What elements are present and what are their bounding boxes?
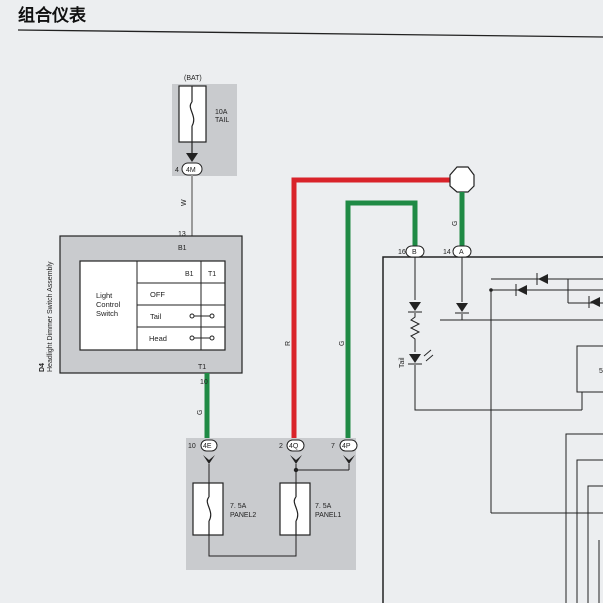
meter-diode-5 (590, 297, 600, 307)
green-wire-t1-label: G (197, 410, 204, 415)
panel-bottom-link (208, 535, 297, 557)
headlight-dimmer-switch-assembly: B1 T1 B1 T1 OFF Tail Head Light Control … (39, 235, 243, 374)
white-wire-pin: 13 (178, 231, 186, 238)
panel2-fuse-symbol (206, 483, 212, 535)
white-wire-label: W (181, 199, 188, 206)
green-wire-middle-label: G (339, 341, 346, 346)
tail-indicator-led (409, 354, 421, 363)
connector-4e-label: 4E (203, 443, 212, 450)
meter-diode-4 (538, 274, 548, 284)
switch-assembly-code: D4 (39, 363, 46, 372)
page-title: 组合仪表 (18, 5, 87, 26)
switch-position-head: Head (149, 334, 167, 343)
led-light-rays (423, 349, 434, 362)
switch-col-b1: B1 (185, 271, 194, 278)
header-rule (17, 29, 603, 38)
tail-fuse-name: TAIL (215, 117, 229, 124)
connector-arrow-4m (186, 153, 198, 162)
splice-point (449, 166, 475, 193)
panel1-fuse-rating: 7. 5A (315, 503, 332, 510)
meter-vertical-2 (565, 433, 603, 603)
panel-fuse-block: 4E 10 4Q 2 4P 7 7. 5A PANEL2 7. 5A PANEL… (186, 438, 358, 570)
panel1-fuse-box (279, 482, 311, 536)
connector-b-label: B (412, 249, 417, 256)
connector-4e (200, 439, 218, 452)
connector-4p-label: 4P (342, 443, 351, 450)
connector-a-pin: 14 (443, 249, 451, 256)
connector-4p-pin: 7 (331, 443, 335, 450)
connector-4q (286, 439, 305, 452)
arrow-4e (203, 455, 215, 464)
tail-led-label: Tail (399, 357, 406, 368)
connector-4m-label: 4M (186, 167, 196, 174)
panel1-fuse-symbol (293, 483, 299, 535)
tail-fuse-rating: 10A (215, 109, 228, 116)
bat-label: (BAT) (184, 75, 202, 82)
meter-diode-1 (409, 302, 421, 311)
red-wire (291, 177, 452, 440)
connector-4p (339, 439, 358, 452)
panel2-fuse-name: PANEL2 (230, 512, 256, 519)
connector-4e-pin: 10 (188, 443, 196, 450)
meter-resistor (409, 313, 421, 352)
panel1-fuse-name: PANEL1 (315, 512, 341, 519)
switch-terminal-t1: T1 (198, 364, 206, 371)
tail-fuse-symbol (189, 86, 195, 142)
switch-terminal-b1: B1 (178, 245, 187, 252)
switch-assembly-name: Headlight Dimmer Switch Assembly (47, 261, 54, 372)
panel2-fuse-rating: 7. 5A (230, 503, 247, 510)
green-wire-t1-pin: 10 (200, 379, 208, 386)
green-wire-right-label: G (452, 221, 459, 226)
connector-4q-pin: 2 (279, 443, 283, 450)
switch-position-off: OFF (150, 290, 165, 299)
tail-fuse-block: (BAT) 10A TAIL 4M 4 (172, 75, 237, 176)
arrow-4q (290, 455, 302, 464)
meter-ground-line (414, 365, 582, 411)
connector-4q-label: 4Q (289, 443, 299, 450)
connector-b-pin: 16 (398, 249, 406, 256)
panel-junction (293, 467, 299, 473)
switch-label-line1: Light (96, 291, 113, 300)
connector-a-label: A (459, 249, 464, 256)
switch-contact-tail (189, 313, 215, 319)
panel2-fuse-box (192, 482, 224, 536)
meter-component-label: 5 (599, 368, 603, 375)
switch-col-t1: T1 (208, 271, 216, 278)
green-wire-middle (345, 200, 418, 440)
switch-label-line3: Switch (96, 309, 118, 318)
connector-4m-pin: 4 (175, 167, 179, 174)
meter-diode-2 (456, 303, 468, 312)
meter-diode-3 (517, 285, 527, 295)
red-wire-label: R (285, 341, 292, 346)
switch-contact-head (189, 335, 215, 341)
arrow-4p (343, 455, 355, 464)
switch-label-line2: Control (96, 300, 121, 309)
meter-component-box (576, 345, 603, 393)
switch-position-tail: Tail (150, 312, 162, 321)
meter-vertical-3 (576, 459, 603, 603)
meter-vertical-4 (587, 485, 603, 603)
combination-meter: B 16 A 14 Tail 5 (382, 245, 603, 603)
